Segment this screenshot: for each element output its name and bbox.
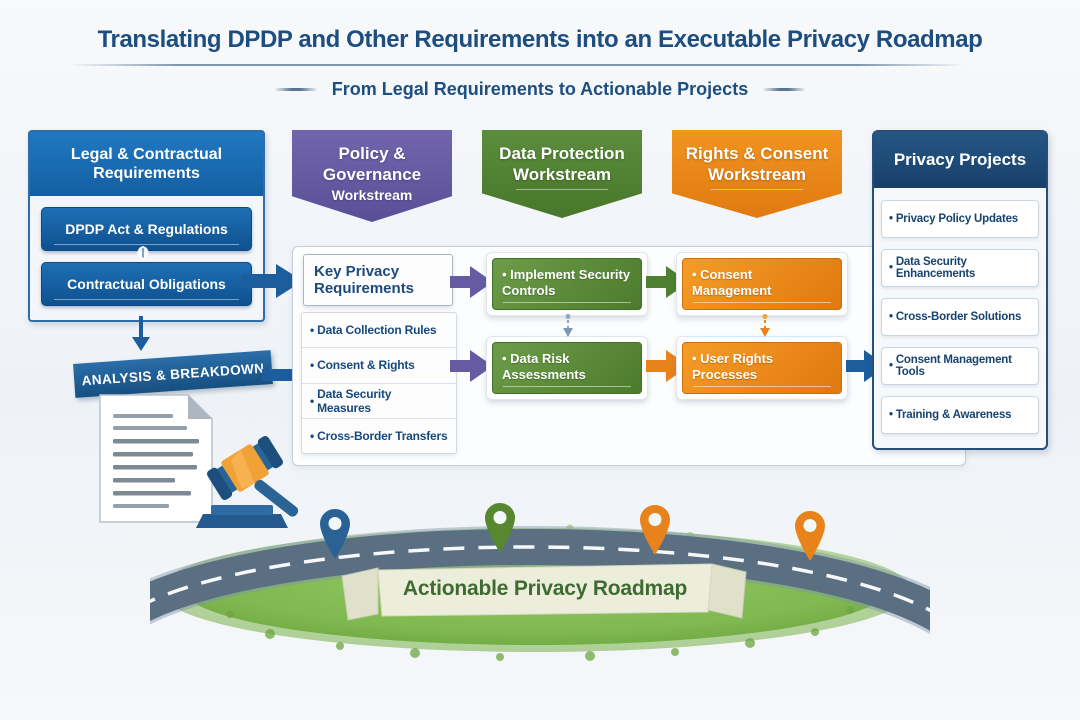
page-subtitle: From Legal Requirements to Actionable Pr… [331, 79, 749, 99]
arrow-legal-to-keyreq [242, 262, 304, 300]
list-item: Cross-Border Solutions [881, 298, 1039, 336]
data-protection-header: Data Protection Workstream [482, 130, 642, 218]
map-pin-icon [795, 511, 825, 561]
rights-consent-header-line2: Workstream [708, 164, 806, 184]
list-item: Data Security Enhancements [881, 249, 1039, 287]
data-risk-assessments-card: Data Risk Assessments [486, 336, 648, 400]
contractual-obligations-box: Contractual Obligations [41, 262, 252, 306]
data-protection-header-line1: Data Protection [499, 144, 625, 163]
dpdp-act-label: DPDP Act & Regulations [65, 221, 228, 237]
list-item: Cross-Border Transfers [302, 419, 456, 453]
privacy-projects-header: Privacy Projects [874, 132, 1046, 188]
consent-management-box: Consent Management [682, 258, 842, 310]
rights-consent-header: Rights & Consent Workstream [672, 130, 842, 218]
ribbon-banner [341, 563, 747, 621]
key-privacy-requirements-label: Key Privacy Requirements [314, 262, 415, 297]
arrow-legal-down [130, 316, 152, 352]
divider [54, 299, 239, 300]
arrow-keyreq-to-risk [450, 348, 494, 384]
implement-security-controls-box: Implement Security Controls [492, 258, 642, 310]
road [150, 526, 930, 635]
key-privacy-requirements-title: Key Privacy Requirements [303, 254, 453, 306]
policy-header-line2: Governance [322, 164, 422, 184]
map-pin-icon [485, 503, 515, 553]
subtitle-dash-right [762, 88, 807, 91]
user-rights-processes-card: User Rights Processes [676, 336, 848, 400]
dpdp-act-box: DPDP Act & Regulations [41, 207, 252, 251]
legal-document-gavel-illustration [99, 394, 299, 528]
policy-header-line3: Workstream [331, 187, 413, 204]
legal-requirements-panel: Legal & Contractual Requirements DPDP Ac… [28, 130, 265, 322]
subtitle-row: From Legal Requirements to Actionable Pr… [0, 79, 1080, 100]
data-risk-assessments-box: Data Risk Assessments [492, 342, 642, 394]
data-protection-header-line2: Workstream [513, 164, 611, 184]
document-icon [99, 394, 213, 523]
title-divider [70, 64, 965, 66]
map-pin-icon [640, 505, 670, 555]
consent-management-card: Consent Management [676, 252, 848, 316]
roadmap-banner-label: Actionable Privacy Roadmap [402, 577, 688, 600]
key-privacy-requirements-list: Data Collection Rules Consent & Rights D… [301, 312, 457, 454]
policy-governance-header: Policy & Governance Workstream [292, 130, 452, 222]
list-item: Data Collection Rules [302, 313, 456, 349]
policy-header-line1: Policy & [338, 144, 406, 163]
leaf-icon [137, 246, 149, 260]
subtitle-dash-left [273, 88, 318, 91]
list-item: Consent & Rights [302, 348, 456, 384]
list-item: Data Security Measures [302, 384, 456, 419]
gavel-icon [196, 436, 299, 528]
arrow-risk-to-userrights [646, 348, 690, 384]
arrow-security-to-consent [646, 264, 690, 300]
contractual-obligations-label: Contractual Obligations [67, 276, 226, 292]
roadmap-illustration [150, 503, 930, 661]
user-rights-processes-box: User Rights Processes [682, 342, 842, 394]
arrow-userrights-to-projects [846, 348, 888, 384]
analysis-breakdown-label: ANALYSIS & BREAKDOWN [81, 360, 265, 388]
roadmap-pins [320, 503, 825, 561]
connector-consent-to-userrights [757, 314, 773, 338]
arrow-keyreq-to-security [450, 264, 494, 300]
rights-consent-header-line1: Rights & Consent [685, 144, 829, 163]
privacy-projects-list: Privacy Policy Updates Data Security Enh… [874, 188, 1046, 446]
list-item: Consent Management Tools [881, 347, 1039, 385]
connector-security-to-risk [560, 314, 576, 338]
implement-security-controls-card: Implement Security Controls [486, 252, 648, 316]
list-item: Training & Awareness [881, 396, 1039, 434]
list-item: Privacy Policy Updates [881, 200, 1039, 238]
divider [54, 244, 239, 245]
divider [711, 189, 803, 191]
page-title: Translating DPDP and Other Requirements … [97, 26, 983, 53]
legal-panel-header: Legal & Contractual Requirements [30, 132, 263, 196]
divider [516, 189, 608, 191]
map-pin-icon [320, 509, 350, 559]
privacy-projects-panel: Privacy Projects Privacy Policy Updates … [872, 130, 1048, 450]
